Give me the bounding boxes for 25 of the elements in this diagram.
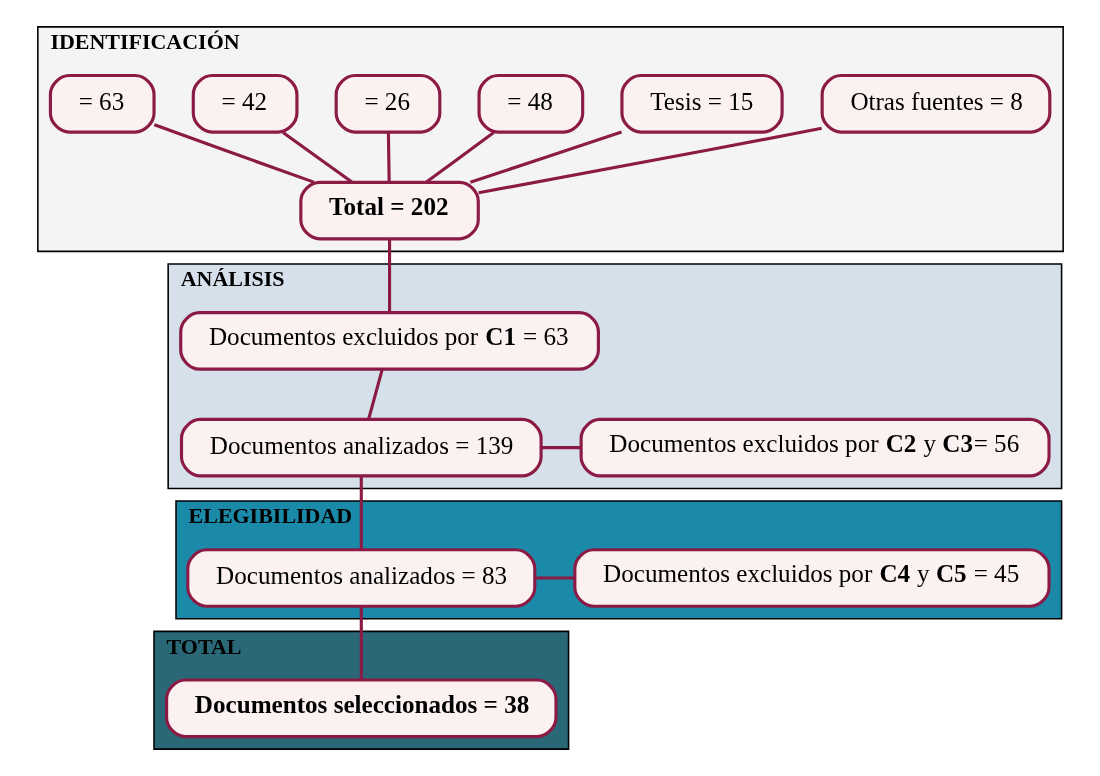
node-box: = 63 [48, 73, 156, 134]
connector [534, 576, 575, 580]
connector [281, 131, 353, 184]
node-box: Documentos excluidos por C4 y C5 = 45 [572, 548, 1051, 608]
connector [387, 239, 391, 313]
connector [359, 606, 363, 680]
node-box: Documentos excluidos por C1 = 63 [178, 311, 600, 371]
node-box: = 26 [334, 73, 441, 134]
connector [386, 132, 391, 182]
node-box: Total = 202 [298, 180, 480, 241]
connector [477, 126, 822, 195]
node-box: Documentos seleccionados = 38 [164, 678, 558, 739]
connector [366, 369, 384, 420]
node-box: = 42 [191, 73, 298, 134]
connector [540, 446, 581, 450]
node-box: Otras fuentes = 8 [820, 73, 1051, 134]
connector [153, 123, 314, 184]
node-box: Documentos analizados = 83 [185, 548, 536, 608]
connector [469, 130, 622, 184]
connector [425, 131, 495, 184]
node-box: Documentos excluidos por C2 y C3= 56 [579, 417, 1051, 478]
node-box: Documentos analizados = 139 [179, 417, 543, 478]
connector [359, 476, 363, 550]
node-box: Tesis = 15 [619, 73, 784, 134]
node-box: = 48 [477, 73, 584, 134]
